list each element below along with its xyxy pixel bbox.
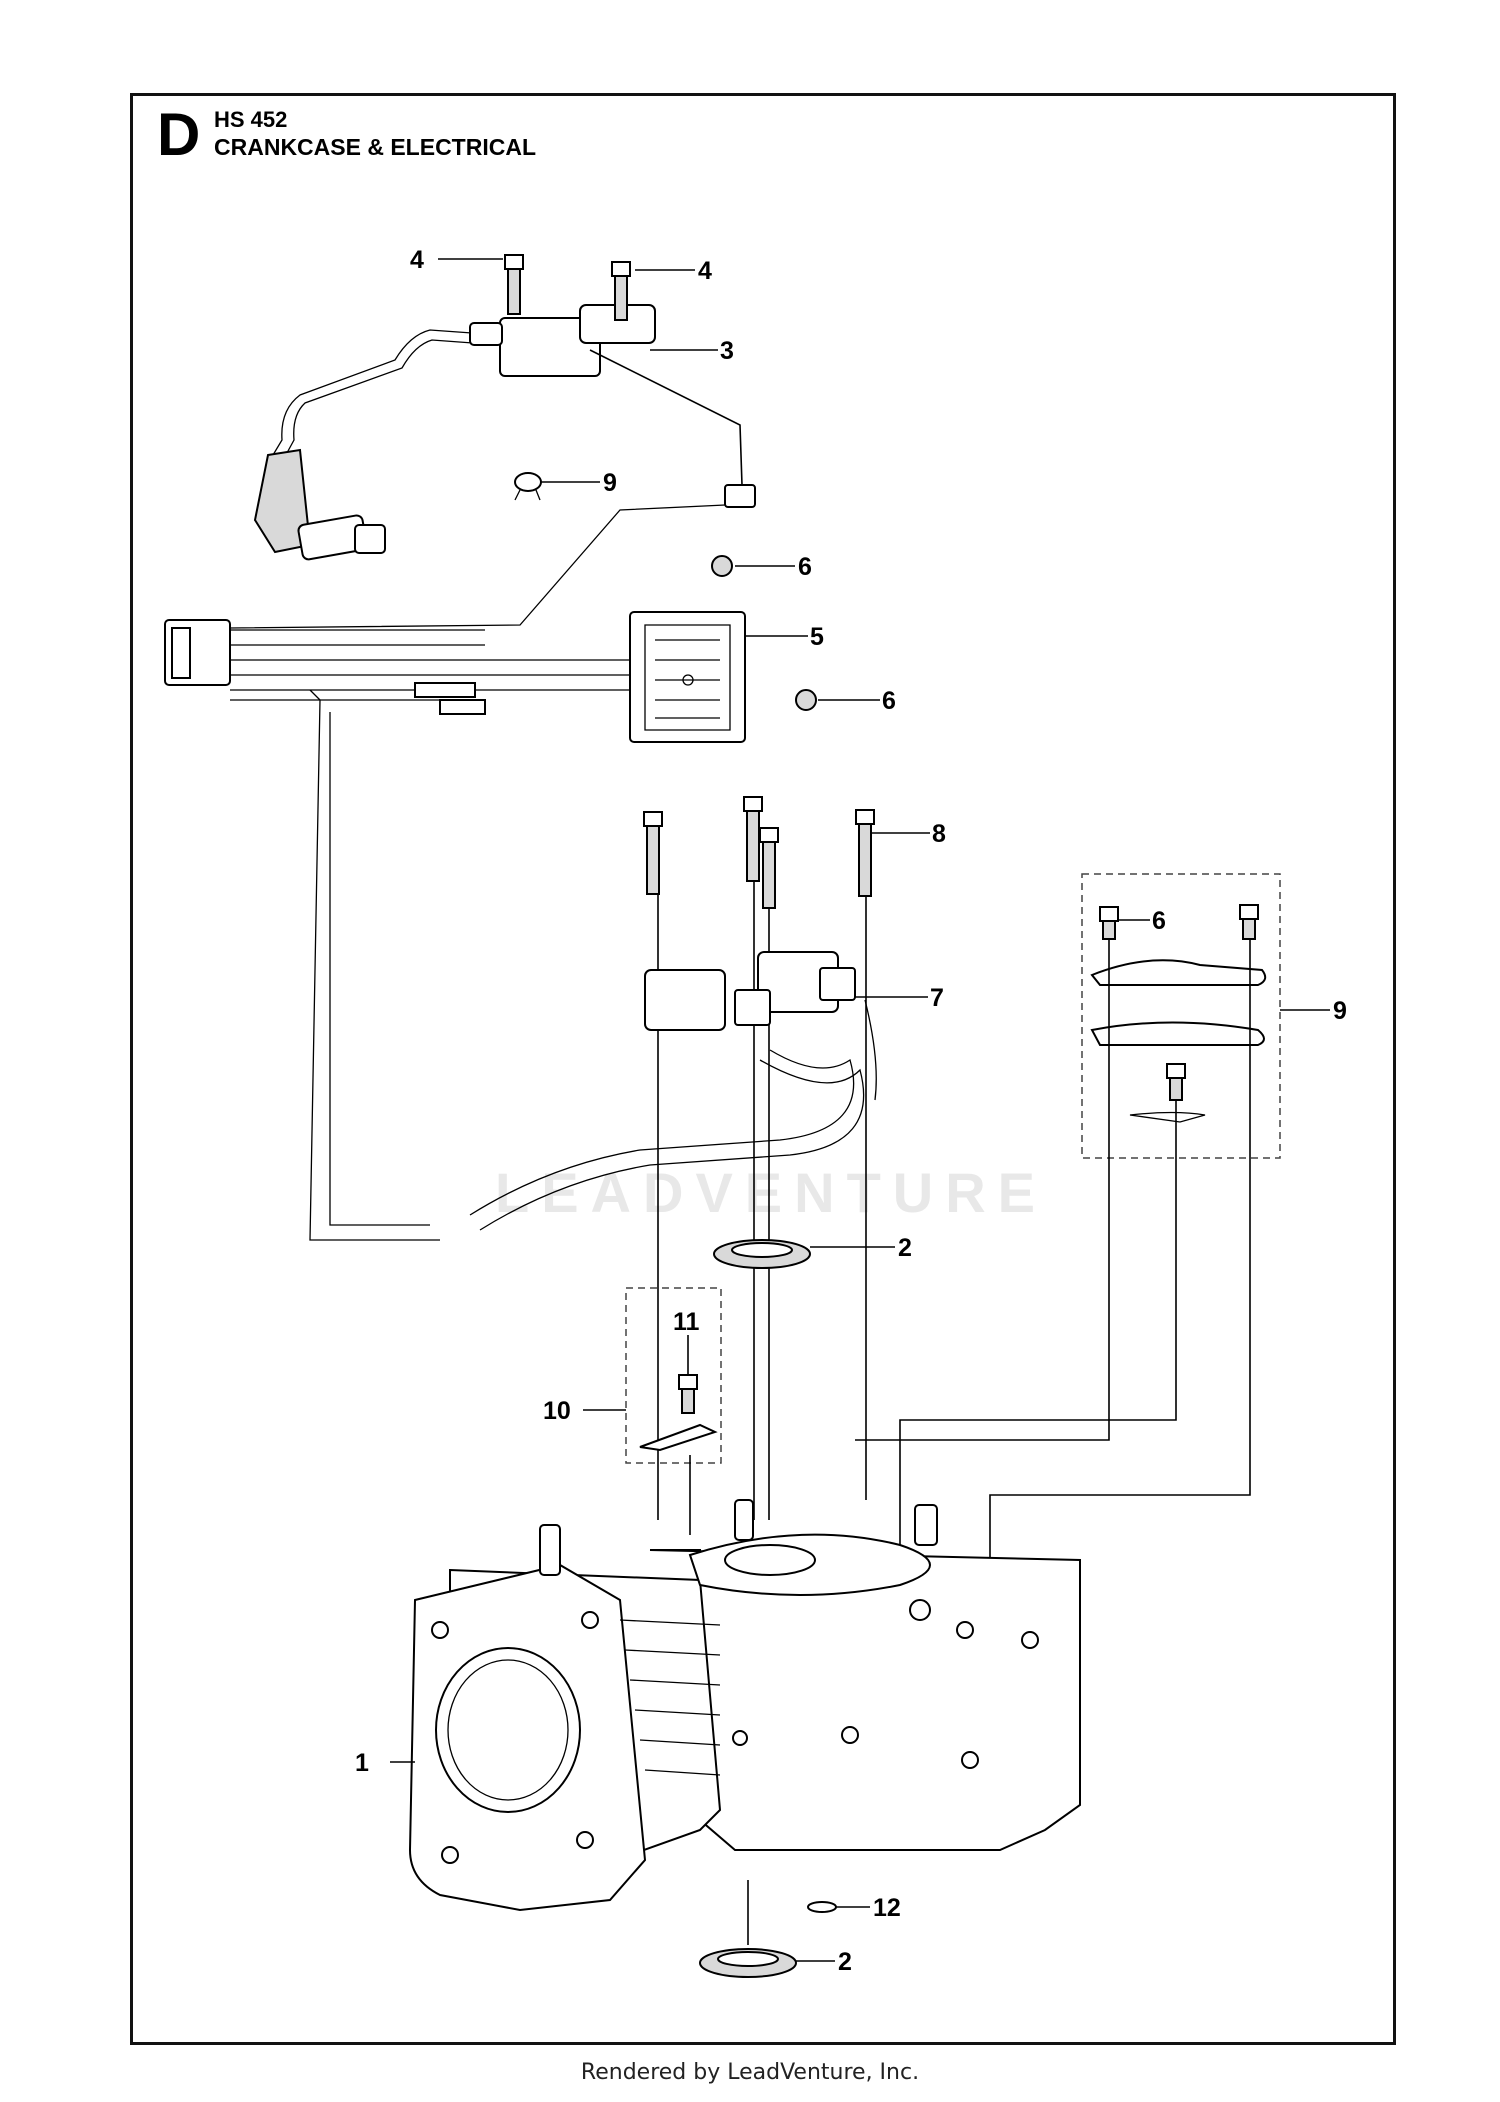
pulser-coil[interactable]	[644, 951, 856, 1031]
callout-3[interactable]: 3	[720, 337, 734, 365]
voltage-regulator[interactable]	[629, 611, 746, 743]
oil-seal-bottom[interactable]	[699, 1948, 797, 1978]
callout-9-kit[interactable]: 9	[1333, 997, 1347, 1025]
section-title: CRANKCASE & ELECTRICAL	[214, 134, 536, 160]
model-title: HS 452	[214, 107, 288, 132]
callout-6-middle[interactable]: 6	[882, 687, 896, 715]
screw-6-upper[interactable]	[711, 555, 733, 577]
diagram-frame	[130, 93, 1396, 2045]
bracket-bolt-11[interactable]	[678, 1374, 698, 1414]
bracket-10[interactable]	[639, 1423, 718, 1452]
section-letter: D	[157, 101, 201, 168]
callout-4-left[interactable]: 4	[410, 246, 424, 274]
callout-2-bottom[interactable]: 2	[838, 1948, 852, 1976]
callout-1[interactable]: 1	[355, 1749, 369, 1777]
ignition-coil[interactable]	[253, 304, 656, 561]
watermark: LEADVENTURE	[495, 1161, 1048, 1224]
callout-11[interactable]: 11	[673, 1308, 700, 1336]
callout-7[interactable]: 7	[930, 984, 944, 1012]
callout-10[interactable]: 10	[543, 1397, 571, 1425]
crankcase[interactable]	[408, 1499, 1081, 1912]
callout-12[interactable]: 12	[873, 1894, 901, 1922]
callout-8[interactable]: 8	[932, 820, 946, 848]
callout-5[interactable]: 5	[810, 623, 824, 651]
oil-seal-top[interactable]	[713, 1239, 811, 1269]
callout-6-kit[interactable]: 6	[1152, 907, 1166, 935]
bolts-8[interactable]	[643, 796, 875, 909]
callout-4-right[interactable]: 4	[698, 257, 712, 285]
callout-6-upper[interactable]: 6	[798, 553, 812, 581]
harness-connector[interactable]	[164, 619, 231, 686]
bolt-4-right[interactable]	[611, 261, 631, 321]
wire-clip[interactable]	[514, 472, 542, 501]
bracket-kit-box	[625, 1287, 722, 1464]
callout-2-top[interactable]: 2	[898, 1234, 912, 1262]
screw-6-middle[interactable]	[795, 689, 817, 711]
cover-kit[interactable]	[1090, 904, 1267, 1123]
footer-credit: Rendered by LeadVenture, Inc.	[580, 2060, 920, 2085]
bolt-4-left[interactable]	[504, 254, 524, 315]
cover-kit-box	[1081, 873, 1281, 1159]
washer-12[interactable]	[807, 1901, 837, 1913]
callout-9-clip[interactable]: 9	[603, 469, 617, 497]
